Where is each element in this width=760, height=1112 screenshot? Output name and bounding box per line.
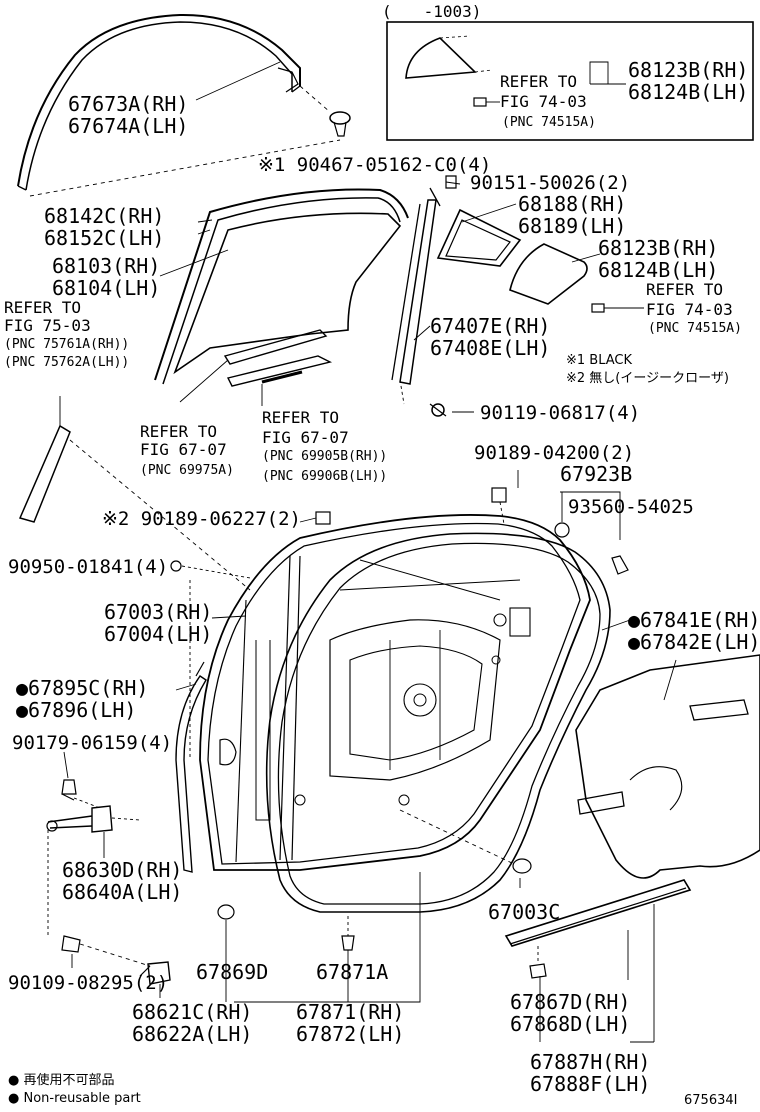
clip-90189-04200: [491, 487, 507, 503]
roof-molding: [17, 13, 301, 187]
label-67003: 67003(RH): [104, 600, 213, 624]
label-90189-06227: ※2 90189-06227(2): [102, 508, 301, 530]
label-68621c: 68621C(RH): [132, 1000, 253, 1024]
lower-molding: [504, 879, 692, 947]
pnc-75762a: (PNC 75762A(LH)): [4, 355, 130, 370]
cap-67923b: [554, 522, 570, 538]
glass-run: [154, 188, 409, 381]
label-68104: 68104(LH): [52, 276, 161, 300]
note-1: ※1 BLACK: [566, 353, 633, 368]
inset-date-range: ( -1003): [382, 2, 482, 21]
label-67872: 67872(LH): [296, 1022, 405, 1046]
door-glass: [173, 212, 402, 375]
pnc-69975a: (PNC 69975A): [140, 463, 234, 478]
note-2: ※2 無し(イージークローザ): [566, 371, 729, 386]
door-weatherstrip-outer: [265, 532, 611, 913]
refer-6707a: REFER TO: [140, 422, 218, 441]
belt-molding-inner: [223, 329, 328, 365]
label-67871: 67871(RH): [296, 1000, 405, 1024]
clip-90189-06227: [315, 511, 331, 525]
label-67887h: 67887H(RH): [530, 1050, 651, 1074]
label-67867d: 67867D(RH): [510, 990, 631, 1014]
inset-clip: [473, 97, 487, 107]
inset-part-rh: 68123B(RH): [628, 58, 749, 82]
pnc-7403: (PNC 74515A): [648, 321, 742, 336]
label-68189: 68189(LH): [518, 214, 627, 238]
edge-weatherstrip: [175, 675, 207, 873]
fig-7503: FIG 75-03: [4, 316, 91, 335]
label-90179: 90179-06159(4): [12, 732, 173, 754]
label-67868d: 67868D(LH): [510, 1012, 631, 1036]
label-68142c: 68142C(RH): [44, 204, 165, 228]
label-67871a: 67871A: [316, 960, 389, 984]
pillar-garnish: [18, 424, 71, 523]
inset-fig: FIG 74-03: [500, 92, 587, 111]
fig-6707a: FIG 67-07: [140, 440, 227, 459]
refer-6707b: REFER TO: [262, 408, 340, 427]
refer-7403: REFER TO: [646, 280, 724, 299]
pnc-69906b: (PNC 69906B(LH)): [262, 469, 388, 484]
quarter-weatherstrip: [436, 208, 522, 267]
label-93560: 93560-54025: [568, 496, 694, 518]
inset-part-lh: 68124B(LH): [628, 80, 749, 104]
hinge-part: [147, 961, 171, 985]
label-67408e: 67408E(LH): [430, 336, 551, 360]
label-67895c: ●67895C(RH): [16, 676, 149, 700]
fig-6707b: FIG 67-07: [262, 428, 349, 447]
label-68123b: 68123B(RH): [598, 236, 719, 260]
label-68188: 68188(RH): [518, 192, 627, 216]
label-67923b: 67923B: [560, 462, 633, 486]
label-68124b: 68124B(LH): [598, 258, 719, 282]
refer-7503: REFER TO: [4, 298, 82, 317]
label-67003c: 67003C: [488, 900, 561, 924]
label-68622a: 68622A(LH): [132, 1022, 253, 1046]
label-67674a: 67674A(LH): [68, 114, 189, 138]
label-67888f: 67888F(LH): [530, 1072, 651, 1096]
inset-pnc: (PNC 74515A): [502, 115, 596, 130]
legend-jp: ● 再使用不可部品: [8, 1073, 115, 1088]
label-68152c: 68152C(LH): [44, 226, 165, 250]
service-hole-cover: [575, 654, 760, 879]
pnc-75761a: (PNC 75761A(RH)): [4, 337, 130, 352]
legend-en: ● Non-reusable part: [8, 1091, 141, 1106]
label-67673a: 67673A(RH): [68, 92, 189, 116]
label-67869d: 67869D: [196, 960, 269, 984]
door-shell: [199, 514, 591, 871]
label-67407e: 67407E(RH): [430, 314, 551, 338]
fig-7403: FIG 74-03: [646, 300, 733, 319]
push-clip: [329, 111, 351, 125]
belt-molding-outer: [226, 355, 333, 387]
label-90151: 90151-50026(2): [470, 172, 631, 194]
label-67004: 67004(LH): [104, 622, 213, 646]
label-90467: ※1 90467-05162-C0(4): [258, 154, 492, 176]
inset-refer-to: REFER TO: [500, 72, 578, 91]
inset-box: [386, 21, 754, 141]
label-90109: 90109-08295(2): [8, 972, 169, 994]
label-67842e: ●67842E(LH): [628, 630, 760, 654]
plug-67003c: [512, 858, 532, 874]
figure-id: 675634I: [684, 1093, 738, 1108]
label-67896: ●67896(LH): [16, 698, 137, 722]
label-68103: 68103(RH): [52, 254, 161, 278]
label-90189-04200: 90189-04200(2): [474, 442, 635, 464]
label-90119: 90119-06817(4): [480, 402, 641, 424]
plug-90950: [170, 560, 182, 572]
label-68640a: 68640A(LH): [62, 880, 183, 904]
label-90950: 90950-01841(4): [8, 556, 169, 578]
pnc-69905b: (PNC 69905B(RH)): [262, 449, 388, 464]
label-68630d: 68630D(RH): [62, 858, 183, 882]
door-check: [91, 805, 113, 833]
quarter-glass: [509, 243, 588, 305]
label-67841e: ●67841E(RH): [628, 608, 760, 632]
inset-quarter-glass: [405, 37, 477, 79]
